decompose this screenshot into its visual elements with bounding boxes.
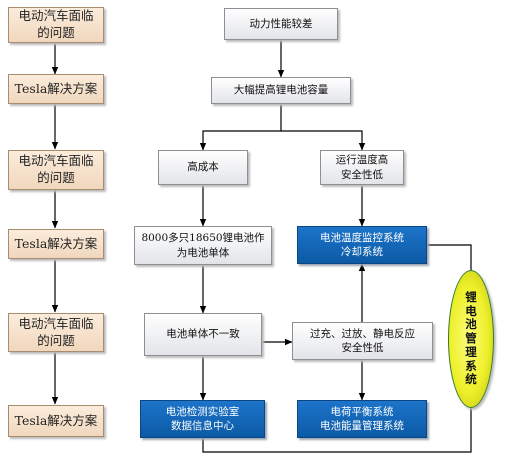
node-inconsistent-label: 电池单体不一致 [166, 328, 240, 341]
left-solution-1-label: Tesla解决方案 [14, 80, 98, 96]
left-solution-3-label: Tesla解决方案 [14, 412, 98, 428]
node-cells: 8000多只18650锂电池作 为电池单体 [134, 226, 272, 265]
node-temp-monitor: 电池温度监控系统 冷却系统 [297, 226, 427, 264]
node-increase-capacity-label: 大幅提高锂电池容量 [233, 84, 329, 97]
node-high-cost-label: 高成本 [187, 161, 219, 174]
left-problem-1-label: 电动汽车面临 的问题 [18, 8, 94, 40]
node-test-lab: 电池检测实验室 数据信息中心 [140, 400, 265, 438]
node-cells-label: 8000多只18650锂电池作 为电池单体 [141, 232, 265, 259]
node-bms-label: 锂 电 池 管 理 系 统 [465, 289, 477, 387]
node-balance-system: 电荷平衡系统 电池能量管理系统 [297, 400, 427, 438]
link-monitor-to-bms [427, 244, 472, 270]
node-temp-safety-label: 运行温度高 安全性低 [335, 154, 389, 181]
link-bms-to-bottom [202, 408, 472, 453]
node-balance-system-label: 电荷平衡系统 电池能量管理系统 [320, 405, 404, 432]
node-power-poor-label: 动力性能较差 [249, 17, 313, 30]
left-problem-2: 电动汽车面临 的问题 [8, 150, 104, 190]
node-temp-safety: 运行温度高 安全性低 [320, 150, 404, 185]
node-inconsistent: 电池单体不一致 [144, 313, 262, 356]
left-problem-3-label: 电动汽车面临 的问题 [18, 315, 94, 348]
node-power-poor: 动力性能较差 [224, 8, 338, 40]
left-solution-2-label: Tesla解决方案 [14, 235, 98, 251]
node-overcharge: 过充、过放、静电反应 安全性低 [292, 322, 433, 360]
left-problem-2-label: 电动汽车面临 的问题 [18, 153, 94, 185]
node-increase-capacity: 大幅提高锂电池容量 [211, 77, 351, 104]
arrow-capacity-to-temp [281, 130, 366, 151]
node-high-cost: 高成本 [158, 150, 248, 185]
left-problem-3: 电动汽车面临 的问题 [8, 313, 104, 352]
left-solution-3: Tesla解决方案 [8, 405, 104, 437]
left-problem-1: 电动汽车面临 的问题 [8, 7, 104, 43]
left-solution-2: Tesla解决方案 [8, 229, 104, 259]
node-bms-oval: 锂 电 池 管 理 系 统 [448, 270, 494, 408]
node-overcharge-label: 过充、过放、静电反应 安全性低 [310, 327, 415, 354]
node-test-lab-label: 电池检测实验室 数据信息中心 [165, 405, 240, 432]
arrow-capacity-split [199, 104, 282, 151]
left-solution-1: Tesla解决方案 [8, 74, 104, 104]
node-temp-monitor-label: 电池温度监控系统 冷却系统 [320, 231, 404, 258]
